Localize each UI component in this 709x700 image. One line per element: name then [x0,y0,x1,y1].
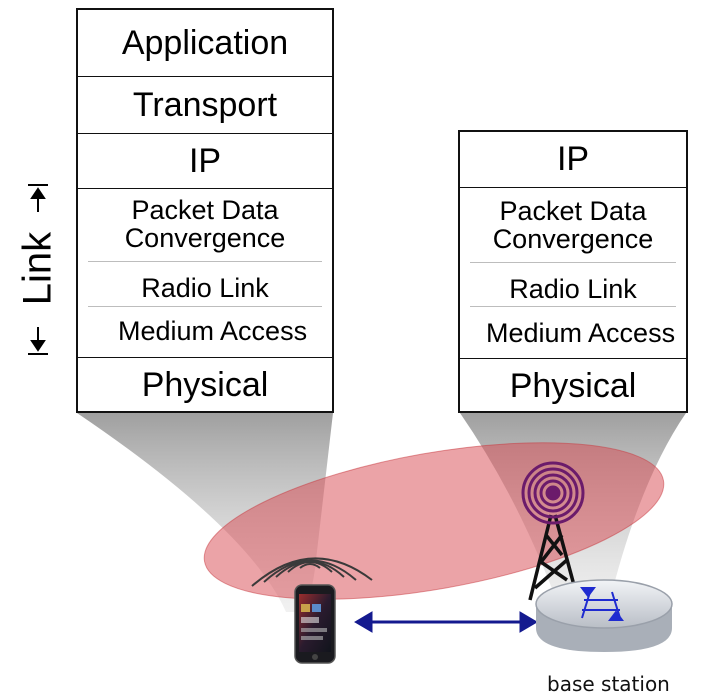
physical-layer: Physical [460,358,686,413]
base-station-caption: base station [547,672,670,696]
application-layer: Application [78,10,332,76]
base-station-router-icon [535,579,673,652]
radio-link-label: Radio Link [509,274,637,304]
phone-signal-waves-icon [251,557,373,587]
ip-layer-label: IP [556,140,590,178]
sublayer-divider [88,261,322,262]
packet-data-label: Packet Data [499,196,647,226]
radio-link-label: Radio Link [141,273,269,303]
ip-layer-label: IP [188,142,222,180]
host-protocol-stack: Application Transport IP Packet Data Con… [76,8,334,413]
link-double-arrow [354,611,538,633]
transport-layer-label: Transport [132,86,278,124]
physical-layer: Physical [78,357,332,413]
sublayer-divider [470,262,676,263]
ip-layer: IP [78,133,332,188]
base-station-protocol-stack: IP Packet Data Convergence Radio Link Me… [458,130,688,413]
sublayer-divider [470,306,676,307]
medium-access-label: Medium Access [486,318,676,348]
smartphone-icon [294,584,336,664]
physical-layer-label: Physical [141,366,269,404]
link-layer: Packet Data Convergence Radio Link Mediu… [460,187,686,358]
link-bracket [28,184,48,355]
link-bracket-label: Link [15,231,60,306]
physical-layer-label: Physical [509,367,637,405]
packet-data-label: Packet Data [131,195,279,225]
ip-layer: IP [460,132,686,187]
medium-access-label: Medium Access [118,316,308,346]
convergence-label: Convergence [492,224,654,254]
convergence-label: Convergence [124,223,286,253]
sublayer-divider [88,306,322,307]
antenna-tower-icon [528,514,580,601]
transport-layer: Transport [78,76,332,133]
application-layer-label: Application [121,24,289,62]
radio-waves-icon [521,461,585,525]
link-layer: Packet Data Convergence Radio Link Mediu… [78,188,332,357]
